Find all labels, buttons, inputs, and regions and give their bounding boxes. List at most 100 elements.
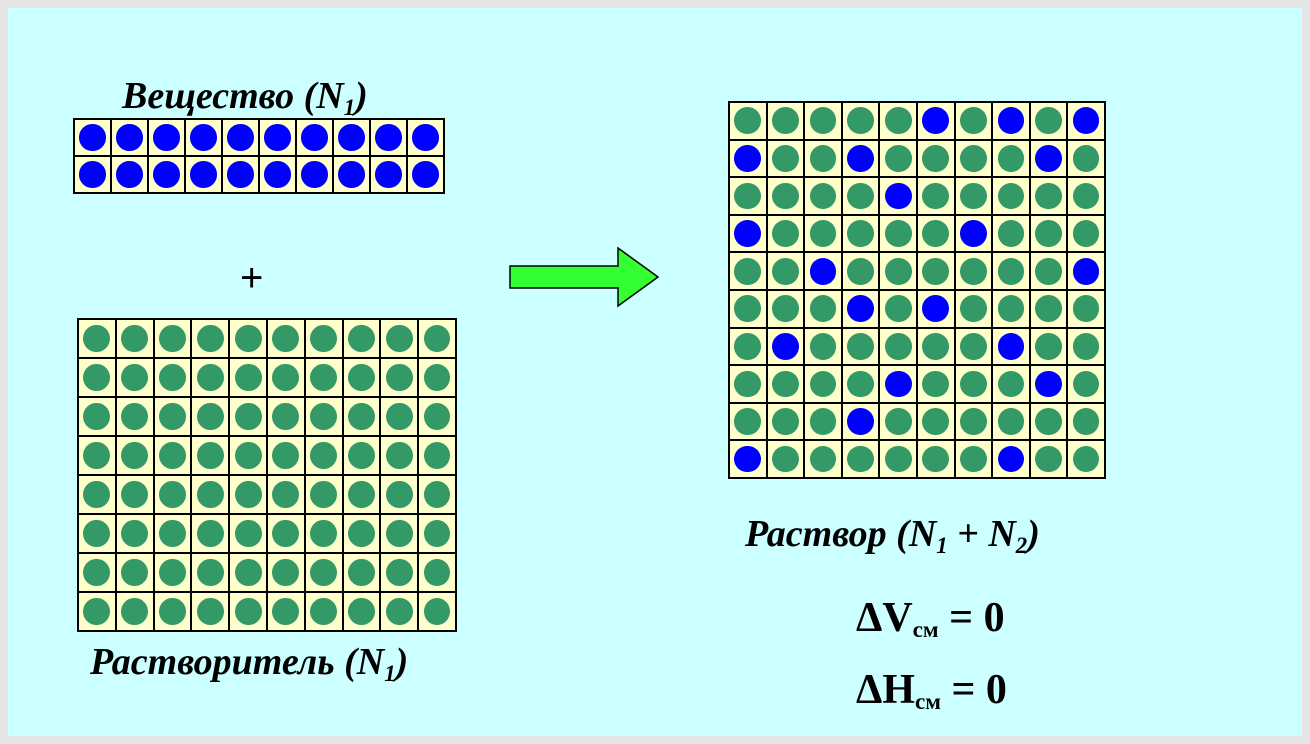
solvent-cell xyxy=(79,320,117,359)
solvent-cell xyxy=(419,554,457,593)
solvent-cell xyxy=(116,320,155,359)
solvent-particle xyxy=(234,480,262,509)
substance-particle xyxy=(338,161,365,188)
solvent-particle xyxy=(1035,182,1062,210)
solvent-particle xyxy=(734,295,762,323)
substance-particle xyxy=(847,408,874,435)
solvent-cell xyxy=(192,515,231,554)
solution-cell xyxy=(1068,253,1106,291)
solution-cell xyxy=(767,290,806,329)
solvent-particle xyxy=(809,145,837,172)
solution-cell xyxy=(730,253,768,291)
solution-cell xyxy=(955,290,994,329)
solvent-particle xyxy=(348,324,375,353)
solvent-cell xyxy=(305,476,344,515)
solvent-particle xyxy=(83,441,111,470)
solvent-particle xyxy=(1072,333,1100,360)
solution-cell xyxy=(842,403,881,442)
substance-particle xyxy=(375,124,402,151)
solvent-particle xyxy=(960,145,987,172)
substance-cell xyxy=(408,157,445,194)
solvent-particle xyxy=(83,324,111,353)
solvent-particle xyxy=(385,519,413,548)
solvent-particle xyxy=(847,445,874,473)
solvent-particle xyxy=(847,333,874,360)
solvent-particle xyxy=(159,402,186,431)
solvent-particle xyxy=(1035,257,1062,285)
solvent-particle xyxy=(272,324,300,353)
solution-cell xyxy=(805,140,843,179)
solvent-particle xyxy=(196,597,224,626)
solvent-cell xyxy=(381,359,420,398)
solution-cell xyxy=(730,403,768,442)
solvent-cell xyxy=(381,476,420,515)
solvent-particle xyxy=(348,558,375,587)
solvent-particle xyxy=(734,333,762,360)
substance-particle xyxy=(153,161,180,188)
solvent-particle xyxy=(348,480,375,509)
solution-cell xyxy=(767,103,806,141)
solution-cell xyxy=(993,103,1031,141)
solvent-cell xyxy=(230,359,268,398)
solvent-cell xyxy=(154,398,193,437)
solvent-particle xyxy=(997,408,1025,435)
solvent-particle xyxy=(310,402,338,431)
solvent-cell xyxy=(154,554,193,593)
solution-cell xyxy=(955,103,994,141)
solution-cell xyxy=(767,178,806,216)
solution-cell xyxy=(1030,215,1069,254)
solvent-particle xyxy=(423,480,451,509)
solution-cell xyxy=(805,441,843,479)
solvent-cell xyxy=(305,320,344,359)
solvent-particle xyxy=(385,324,413,353)
solvent-particle xyxy=(196,519,224,548)
substance-particle xyxy=(1035,370,1062,398)
solvent-particle xyxy=(310,441,338,470)
substance-particle xyxy=(847,145,874,172)
solvent-particle xyxy=(121,441,149,470)
solution-cell xyxy=(993,140,1031,179)
solvent-particle xyxy=(83,402,111,431)
solution-cell xyxy=(917,290,956,329)
solvent-particle xyxy=(772,408,799,435)
solution-cell xyxy=(767,140,806,179)
solvent-particle xyxy=(1035,445,1062,473)
solvent-particle xyxy=(1035,295,1062,323)
solvent-particle xyxy=(121,519,149,548)
solvent-cell xyxy=(154,593,193,632)
solvent-particle xyxy=(1072,408,1100,435)
substance-cell xyxy=(297,120,334,157)
solution-cell xyxy=(1068,328,1106,367)
solvent-cell xyxy=(79,398,117,437)
solvent-cell xyxy=(192,476,231,515)
solvent-cell xyxy=(116,398,155,437)
solution-cell xyxy=(767,441,806,479)
substance-particle xyxy=(1035,145,1062,172)
solvent-particle xyxy=(272,480,300,509)
solvent-cell xyxy=(192,398,231,437)
solution-cell xyxy=(880,403,918,442)
solution-cell xyxy=(842,441,881,479)
solvent-particle xyxy=(884,107,912,135)
solution-cell xyxy=(842,140,881,179)
solvent-particle xyxy=(234,597,262,626)
solvent-particle xyxy=(159,363,186,392)
substance-cell xyxy=(297,157,334,194)
solvent-particle xyxy=(272,441,300,470)
solvent-cell xyxy=(419,437,457,476)
solvent-cell xyxy=(116,554,155,593)
solvent-particle xyxy=(121,402,149,431)
solvent-particle xyxy=(121,363,149,392)
substance-particle xyxy=(884,370,912,398)
solution-cell xyxy=(993,178,1031,216)
solvent-particle xyxy=(234,324,262,353)
solution-cell xyxy=(730,366,768,404)
solvent-particle xyxy=(1035,107,1062,135)
solvent-cell xyxy=(267,554,306,593)
solvent-particle xyxy=(884,145,912,172)
solvent-particle xyxy=(960,445,987,473)
substance-particle xyxy=(734,145,762,172)
solvent-cell xyxy=(230,515,268,554)
solvent-particle xyxy=(960,295,987,323)
substance-cell xyxy=(260,157,297,194)
